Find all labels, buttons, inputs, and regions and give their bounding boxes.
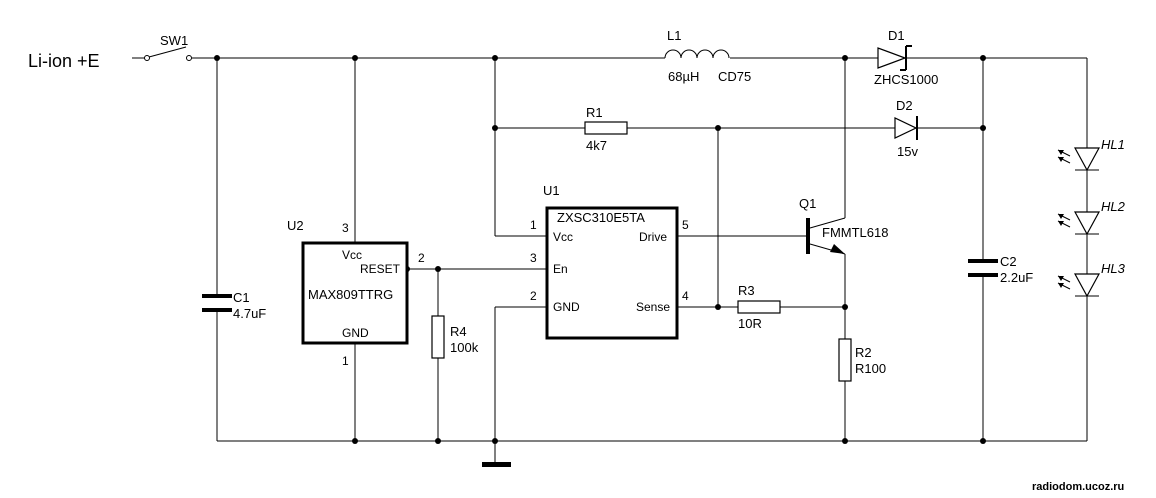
u2-pin3: 3 bbox=[342, 221, 349, 235]
q1-part: FMMTL618 bbox=[822, 225, 888, 240]
c2-label: C2 bbox=[1000, 254, 1017, 269]
resistor-r4 bbox=[431, 315, 445, 359]
u1-pin4: 4 bbox=[682, 289, 689, 303]
transistor-q1 bbox=[806, 217, 846, 255]
resistor-r2 bbox=[838, 338, 852, 382]
ic-u2 bbox=[301, 241, 409, 345]
r3-label: R3 bbox=[738, 283, 755, 298]
u2-reset: RESET bbox=[360, 262, 401, 276]
r1-label: R1 bbox=[586, 105, 603, 120]
ground-symbol bbox=[482, 462, 511, 467]
u1-gnd: GND bbox=[553, 300, 580, 314]
led-hl3 bbox=[1057, 273, 1101, 298]
diode-d1 bbox=[877, 45, 918, 71]
capacitor-c2 bbox=[968, 259, 998, 277]
hl3-label: HL3 bbox=[1101, 261, 1126, 276]
u1-en: En bbox=[553, 262, 568, 276]
u1-pin1: 1 bbox=[530, 218, 537, 232]
c2-value: 2.2uF bbox=[1000, 270, 1033, 285]
hl2-label: HL2 bbox=[1101, 199, 1126, 214]
u1-pin5: 5 bbox=[682, 218, 689, 232]
inductor-l1 bbox=[664, 49, 730, 59]
l1-label: L1 bbox=[667, 28, 681, 43]
q1-label: Q1 bbox=[799, 196, 816, 211]
u1-vcc: Vcc bbox=[553, 230, 573, 244]
resistor-r1 bbox=[584, 121, 628, 135]
r1-value: 4k7 bbox=[586, 138, 607, 153]
u2-gnd: GND bbox=[342, 326, 369, 340]
l1-type: CD75 bbox=[718, 69, 751, 84]
u2-vcc: Vcc bbox=[342, 248, 362, 262]
d1-part: ZHCS1000 bbox=[874, 72, 938, 87]
u2-part: MAX809TTRG bbox=[308, 287, 393, 302]
d1-label: D1 bbox=[888, 28, 905, 43]
r2-value: R100 bbox=[855, 361, 886, 376]
led-hl1 bbox=[1057, 147, 1101, 172]
r3-value: 10R bbox=[738, 316, 762, 331]
u1-pin2: 2 bbox=[530, 289, 537, 303]
u2-pin2: 2 bbox=[418, 251, 425, 265]
supply-label: Li-ion +E bbox=[28, 51, 100, 71]
led-hl2 bbox=[1057, 211, 1101, 236]
u1-pin3: 3 bbox=[530, 251, 537, 265]
u2-label: U2 bbox=[287, 218, 304, 233]
r4-value: 100k bbox=[450, 340, 479, 355]
l1-value: 68µH bbox=[668, 69, 699, 84]
capacitor-c1 bbox=[202, 294, 232, 312]
d2-value: 15v bbox=[897, 144, 918, 159]
resistor-r3 bbox=[737, 300, 781, 314]
u1-part: ZXSC310E5TA bbox=[557, 210, 645, 225]
c1-label: C1 bbox=[233, 290, 250, 305]
sw1-label: SW1 bbox=[160, 33, 188, 48]
r2-label: R2 bbox=[855, 345, 872, 360]
watermark: radiodom.ucoz.ru bbox=[1032, 481, 1124, 493]
switch-sw1 bbox=[132, 46, 192, 61]
wires bbox=[192, 57, 1088, 462]
u2-pin1: 1 bbox=[342, 354, 349, 368]
c1-value: 4.7uF bbox=[233, 306, 266, 321]
u1-drive: Drive bbox=[639, 230, 667, 244]
ic-u1 bbox=[545, 206, 679, 340]
u1-label: U1 bbox=[543, 183, 560, 198]
hl1-label: HL1 bbox=[1101, 137, 1125, 152]
u1-sense: Sense bbox=[636, 300, 670, 314]
d2-label: D2 bbox=[896, 98, 913, 113]
r4-label: R4 bbox=[450, 324, 467, 339]
diode-d2 bbox=[894, 116, 918, 140]
